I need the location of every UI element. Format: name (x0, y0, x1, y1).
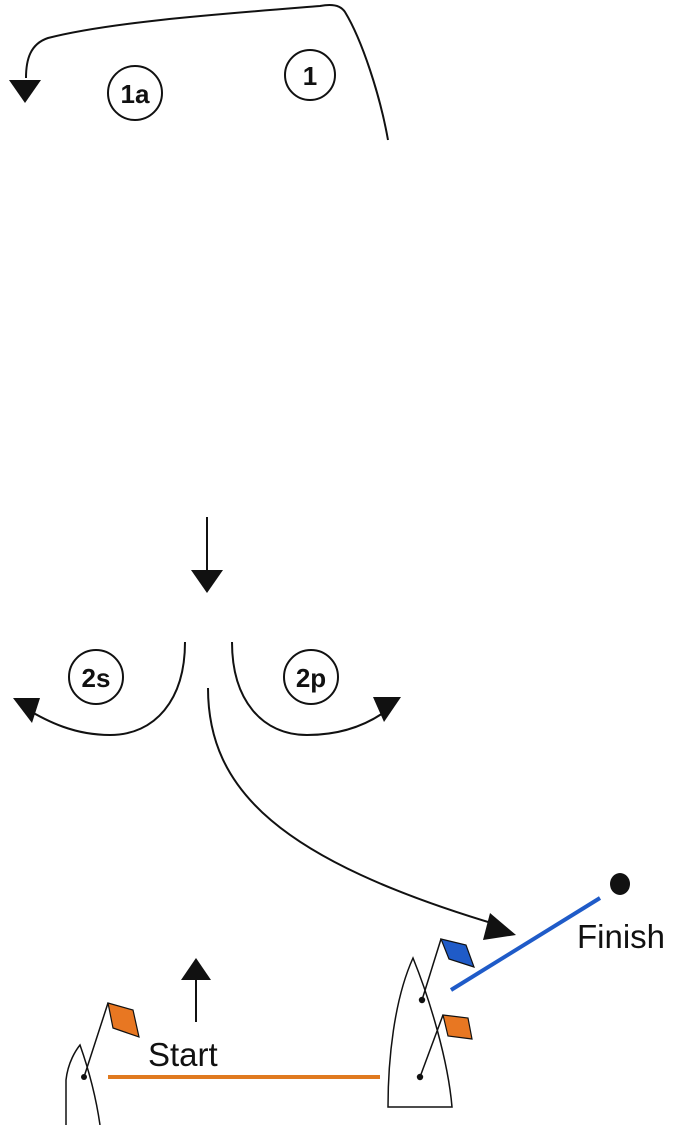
committee-boat (387, 938, 453, 1108)
mark-1-label: 1 (303, 61, 317, 91)
mark-2p: 2p (283, 649, 339, 705)
mark-2p-label: 2p (296, 663, 326, 693)
arrowhead-up-icon (181, 958, 211, 980)
arrowhead-2p-icon (373, 697, 401, 722)
mark-1a-label: 1a (121, 79, 150, 109)
orange-flag-icon (107, 1002, 140, 1038)
arrowhead-left-down-icon (9, 80, 41, 103)
start-label: Start (148, 1036, 218, 1073)
mark-1: 1 (284, 49, 336, 101)
leg-to-finish-path (207, 687, 499, 926)
arrowhead-to-finish-icon (483, 913, 516, 940)
pin-boat (65, 1002, 109, 1125)
mark-2s-label: 2s (82, 663, 111, 693)
finish-label: Finish (577, 918, 665, 955)
mark-2s: 2s (68, 649, 124, 705)
leg-2s-path (24, 641, 186, 737)
finish-line (449, 896, 602, 992)
orange-flag-icon (442, 1014, 473, 1040)
finish-mark (610, 873, 630, 895)
mark-1a: 1a (107, 65, 163, 121)
arrowhead-2s-icon (13, 698, 40, 723)
leg-1-to-1a-path (25, 3, 389, 141)
leg-2p-path (231, 641, 391, 737)
blue-flag-icon (440, 938, 475, 968)
arrowhead-down-icon (191, 570, 223, 593)
